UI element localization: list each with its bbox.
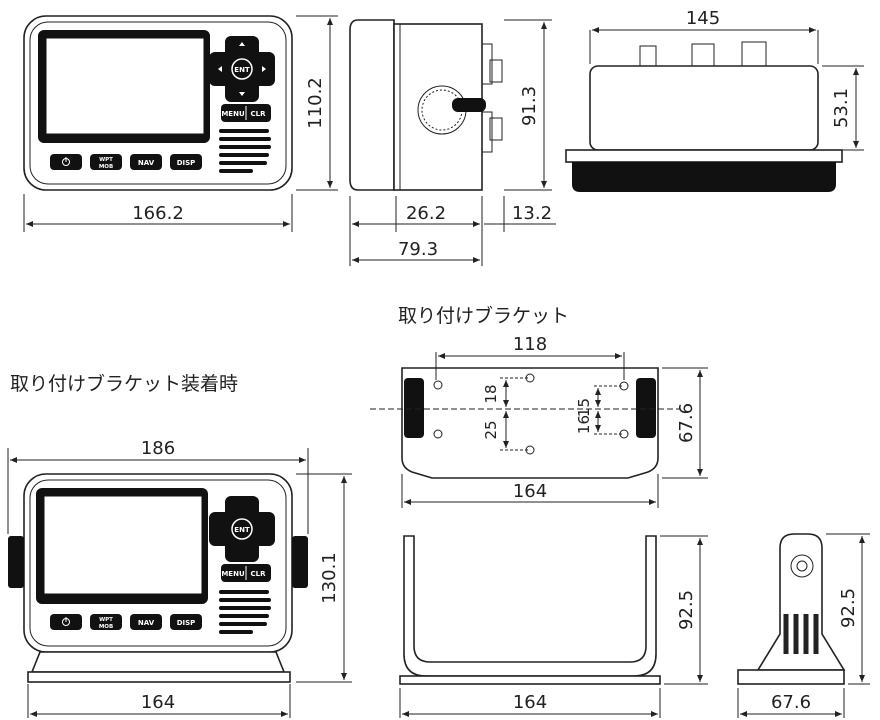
- disp-key: [170, 154, 202, 170]
- ent-label: ENT: [234, 66, 250, 74]
- side-view: [349, 19, 503, 191]
- dim-side-total: 79.3: [398, 239, 438, 260]
- dim-bracket-side-width: 67.6: [771, 692, 811, 713]
- dim-bracket-front-height: 92.5: [676, 590, 697, 630]
- dim-bracket-front-width: 164: [513, 692, 547, 713]
- ent-label: ENT: [234, 526, 250, 534]
- dim-hole-18: 18: [482, 384, 500, 403]
- wpt-label: WPT: [99, 157, 113, 163]
- dim-side-height: 91.3: [519, 86, 540, 126]
- dim-hole-span: 118: [513, 334, 547, 355]
- bracket-front-view: [399, 535, 661, 685]
- nav-label: NAV: [138, 159, 155, 167]
- menu-label: MENU: [221, 570, 245, 578]
- mounted-title: 取り付けブラケット装着時: [10, 372, 238, 395]
- dim-side-depth: 26.2: [406, 203, 446, 224]
- dim-hole-16: 16: [575, 415, 593, 434]
- disp-label: DISP: [177, 619, 196, 627]
- wpt-mob-key: [90, 154, 122, 170]
- dim-front-height: 110.2: [305, 77, 326, 129]
- dim-front-width: 166.2: [132, 203, 184, 224]
- top-view: [565, 41, 843, 192]
- dim-hole-25: 25: [482, 420, 500, 439]
- bracket-side-view: [737, 533, 846, 685]
- dim-top-height: 53.1: [831, 88, 852, 128]
- speaker-grille: [219, 129, 271, 173]
- dim-mounted-height: 130.1: [319, 552, 340, 604]
- mob-label: MOB: [99, 164, 113, 170]
- clr-label: CLR: [251, 110, 267, 118]
- screen: [45, 37, 205, 135]
- dim-bracket-width: 164: [513, 481, 547, 502]
- dpad-icon: ENT: [209, 36, 275, 102]
- mob-label: MOB: [99, 624, 113, 630]
- nav-label: NAV: [138, 619, 155, 627]
- menu-label: MENU: [221, 110, 245, 118]
- clr-label: CLR: [251, 570, 267, 578]
- disp-label: DISP: [177, 159, 196, 167]
- dim-mounted-base: 164: [141, 692, 175, 713]
- dim-bracket-side-height: 92.5: [838, 588, 859, 628]
- dim-side-rear: 13.2: [512, 203, 552, 224]
- dim-hole-15: 15: [575, 398, 593, 417]
- dim-top-width: 145: [686, 8, 720, 29]
- bracket-top-view: [401, 367, 659, 479]
- dim-bracket-depth: 67.6: [676, 403, 697, 443]
- nav-key: [130, 154, 162, 170]
- mounted-front-view: ENT MENU CLR WPT MOB NAV DISP: [8, 473, 308, 683]
- front-view: ENT MENU CLR WPT MOB NAV DISP: [23, 15, 293, 191]
- dim-mounted-width: 186: [141, 438, 175, 459]
- bracket-title: 取り付けブラケット: [398, 304, 569, 327]
- wpt-label: WPT: [99, 617, 113, 623]
